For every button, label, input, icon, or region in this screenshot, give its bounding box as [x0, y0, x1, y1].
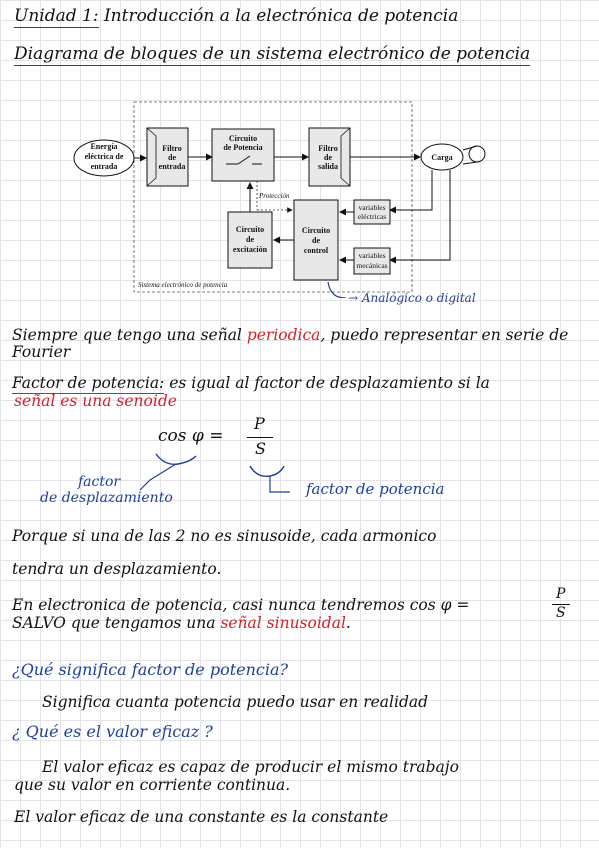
formula-fraction-bar [247, 437, 273, 438]
note-fraction-den: S [556, 605, 566, 621]
label-power-factor: factor de potencia [306, 480, 444, 498]
excitation-circuit-block [227, 211, 273, 269]
excitation-line-2: de [246, 235, 254, 244]
output-filter-line-3: salida [318, 162, 338, 171]
formula-lhs: cos φ = [158, 426, 224, 446]
excitation-line-3: excitación [233, 245, 268, 254]
power-factor-rest: es igual al factor de desplazamiento si … [169, 374, 490, 392]
sinusoid-condition: señal es una senoide [14, 392, 177, 410]
diagram-heading: Diagrama de bloques de un sistema electr… [14, 44, 531, 66]
source-line-1: Energía [90, 142, 117, 151]
note-power-electronics-text: En electronica de potencia, casi nunca t… [12, 596, 470, 614]
question-power-factor-text: ¿Qué significa factor de potencia? [12, 660, 289, 679]
label-displacement-text: de desplazamiento [40, 490, 173, 506]
control-line-3: control [304, 246, 329, 255]
system-boundary [133, 101, 413, 293]
load [420, 143, 464, 171]
block-diagram: Sistema electrónico de potencia Energía … [73, 101, 486, 298]
power-circuit-block [211, 128, 275, 182]
note-unless: SALVO que tengamos una señal sinusoidal. [12, 614, 351, 632]
power-factor-condition: señal es una senoide [14, 392, 177, 410]
answer-rms-constant: El valor eficaz de una constante es la c… [14, 808, 388, 826]
note-sinusoidal-signal: señal sinusoidal [220, 614, 346, 632]
note-fourier: Siempre que tengo una señal periodica, p… [12, 326, 568, 344]
input-filter-block [146, 127, 189, 187]
unit-label: Unidad 1: [14, 6, 99, 28]
diagram-heading-text: Diagrama de bloques de un sistema electr… [14, 44, 531, 66]
note-displacement-text: tendra un desplazamiento. [12, 560, 222, 578]
note-power-electronics: En electronica de potencia, casi nunca t… [12, 596, 469, 614]
note-fraction-num: P [556, 586, 565, 602]
source-line-2: eléctrica de [85, 152, 124, 161]
formula-denominator: S [255, 439, 266, 458]
annotation-arrow [327, 281, 347, 298]
note-harmonics-text: Porque si una de las 2 no es sinusoide, … [12, 527, 437, 545]
note-fourier-word: Fourier [12, 343, 71, 361]
control-circuit-block [293, 199, 339, 281]
label-factor-text: factor [78, 474, 121, 490]
label-displacement: de desplazamiento [40, 490, 173, 506]
annotation-text: Analógico o digital [361, 291, 476, 305]
note-fraction-s: S [556, 605, 566, 621]
answer-rms-2: que su valor en corriente continua. [14, 776, 290, 794]
note-fourier-a: Siempre que tengo una señal [12, 326, 242, 344]
load-label: Carga [431, 153, 452, 162]
elec-vars-line-2: eléctricas [358, 212, 386, 221]
note-harmonics: Porque si una de las 2 no es sinusoide, … [12, 527, 436, 545]
note-displacement: tendra un desplazamiento. [12, 560, 221, 578]
answer-power-factor: Significa cuanta potencia puedo usar en … [42, 693, 428, 711]
note-fourier-b: , puedo representar en serie de [320, 326, 569, 344]
label-power-factor-text: factor de potencia [306, 480, 445, 498]
power-factor-definition: Factor de potencia: es igual al factor d… [12, 374, 490, 394]
answer-rms-constant-text: El valor eficaz de una constante es la c… [14, 808, 389, 826]
control-line-2: de [312, 236, 320, 245]
power-circuit-line-1: Circuito [229, 134, 257, 143]
formula-cos-phi: cos φ = [158, 426, 223, 446]
answer-rms-2-text: que su valor en corriente continua. [14, 776, 291, 794]
control-line-1: Circuito [302, 226, 330, 235]
question-rms: ¿ Qué es el valor eficaz ? [12, 722, 213, 741]
mechanical-variables-block [353, 247, 391, 275]
elec-vars-line-1: variables [358, 203, 385, 212]
answer-rms-1: El valor eficaz es capaz de producir el … [42, 758, 459, 776]
source-line-3: entrada [91, 162, 118, 171]
mech-vars-line-1: variables [358, 251, 385, 260]
note-unless-a: SALVO que tengamos una [12, 614, 216, 632]
note-unless-end: . [345, 614, 351, 632]
question-power-factor: ¿Qué significa factor de potencia? [12, 660, 288, 679]
note-fourier-2: Fourier [12, 343, 70, 361]
analog-digital-annotation: → Analógico o digital [348, 291, 476, 305]
note-periodic: periodica [246, 326, 321, 344]
input-filter-line-1: Filtro [162, 144, 181, 153]
label-factor: factor [78, 474, 120, 490]
formula-numerator: P [254, 414, 265, 433]
note-fraction-bar [552, 604, 570, 605]
excitation-line-1: Circuito [236, 225, 264, 234]
formula-p: P [254, 414, 265, 433]
power-factor-term: Factor de potencia: [12, 374, 165, 394]
output-filter-line-1: Filtro [318, 144, 337, 153]
output-filter-line-2: de [324, 153, 332, 162]
protection-label: Protección [258, 192, 290, 200]
unit-title: Unidad 1: Introducción a la electrónica … [14, 6, 459, 28]
power-circuit-line-2: de Potencia [223, 143, 262, 152]
note-fraction-p: P [556, 586, 566, 602]
input-filter-line-3: entrada [159, 162, 186, 171]
formula-s: S [255, 439, 266, 458]
question-rms-text: ¿ Qué es el valor eficaz ? [12, 722, 213, 741]
answer-power-factor-text: Significa cuanta potencia puedo usar en … [42, 693, 429, 711]
input-filter-line-2: de [168, 153, 176, 162]
mech-vars-line-2: mecánicas [356, 261, 387, 270]
unit-title-text: Introducción a la electrónica de potenci… [103, 6, 459, 26]
answer-rms-1-text: El valor eficaz es capaz de producir el … [42, 758, 459, 776]
system-label: Sistema electrónico de potencia [138, 281, 228, 289]
